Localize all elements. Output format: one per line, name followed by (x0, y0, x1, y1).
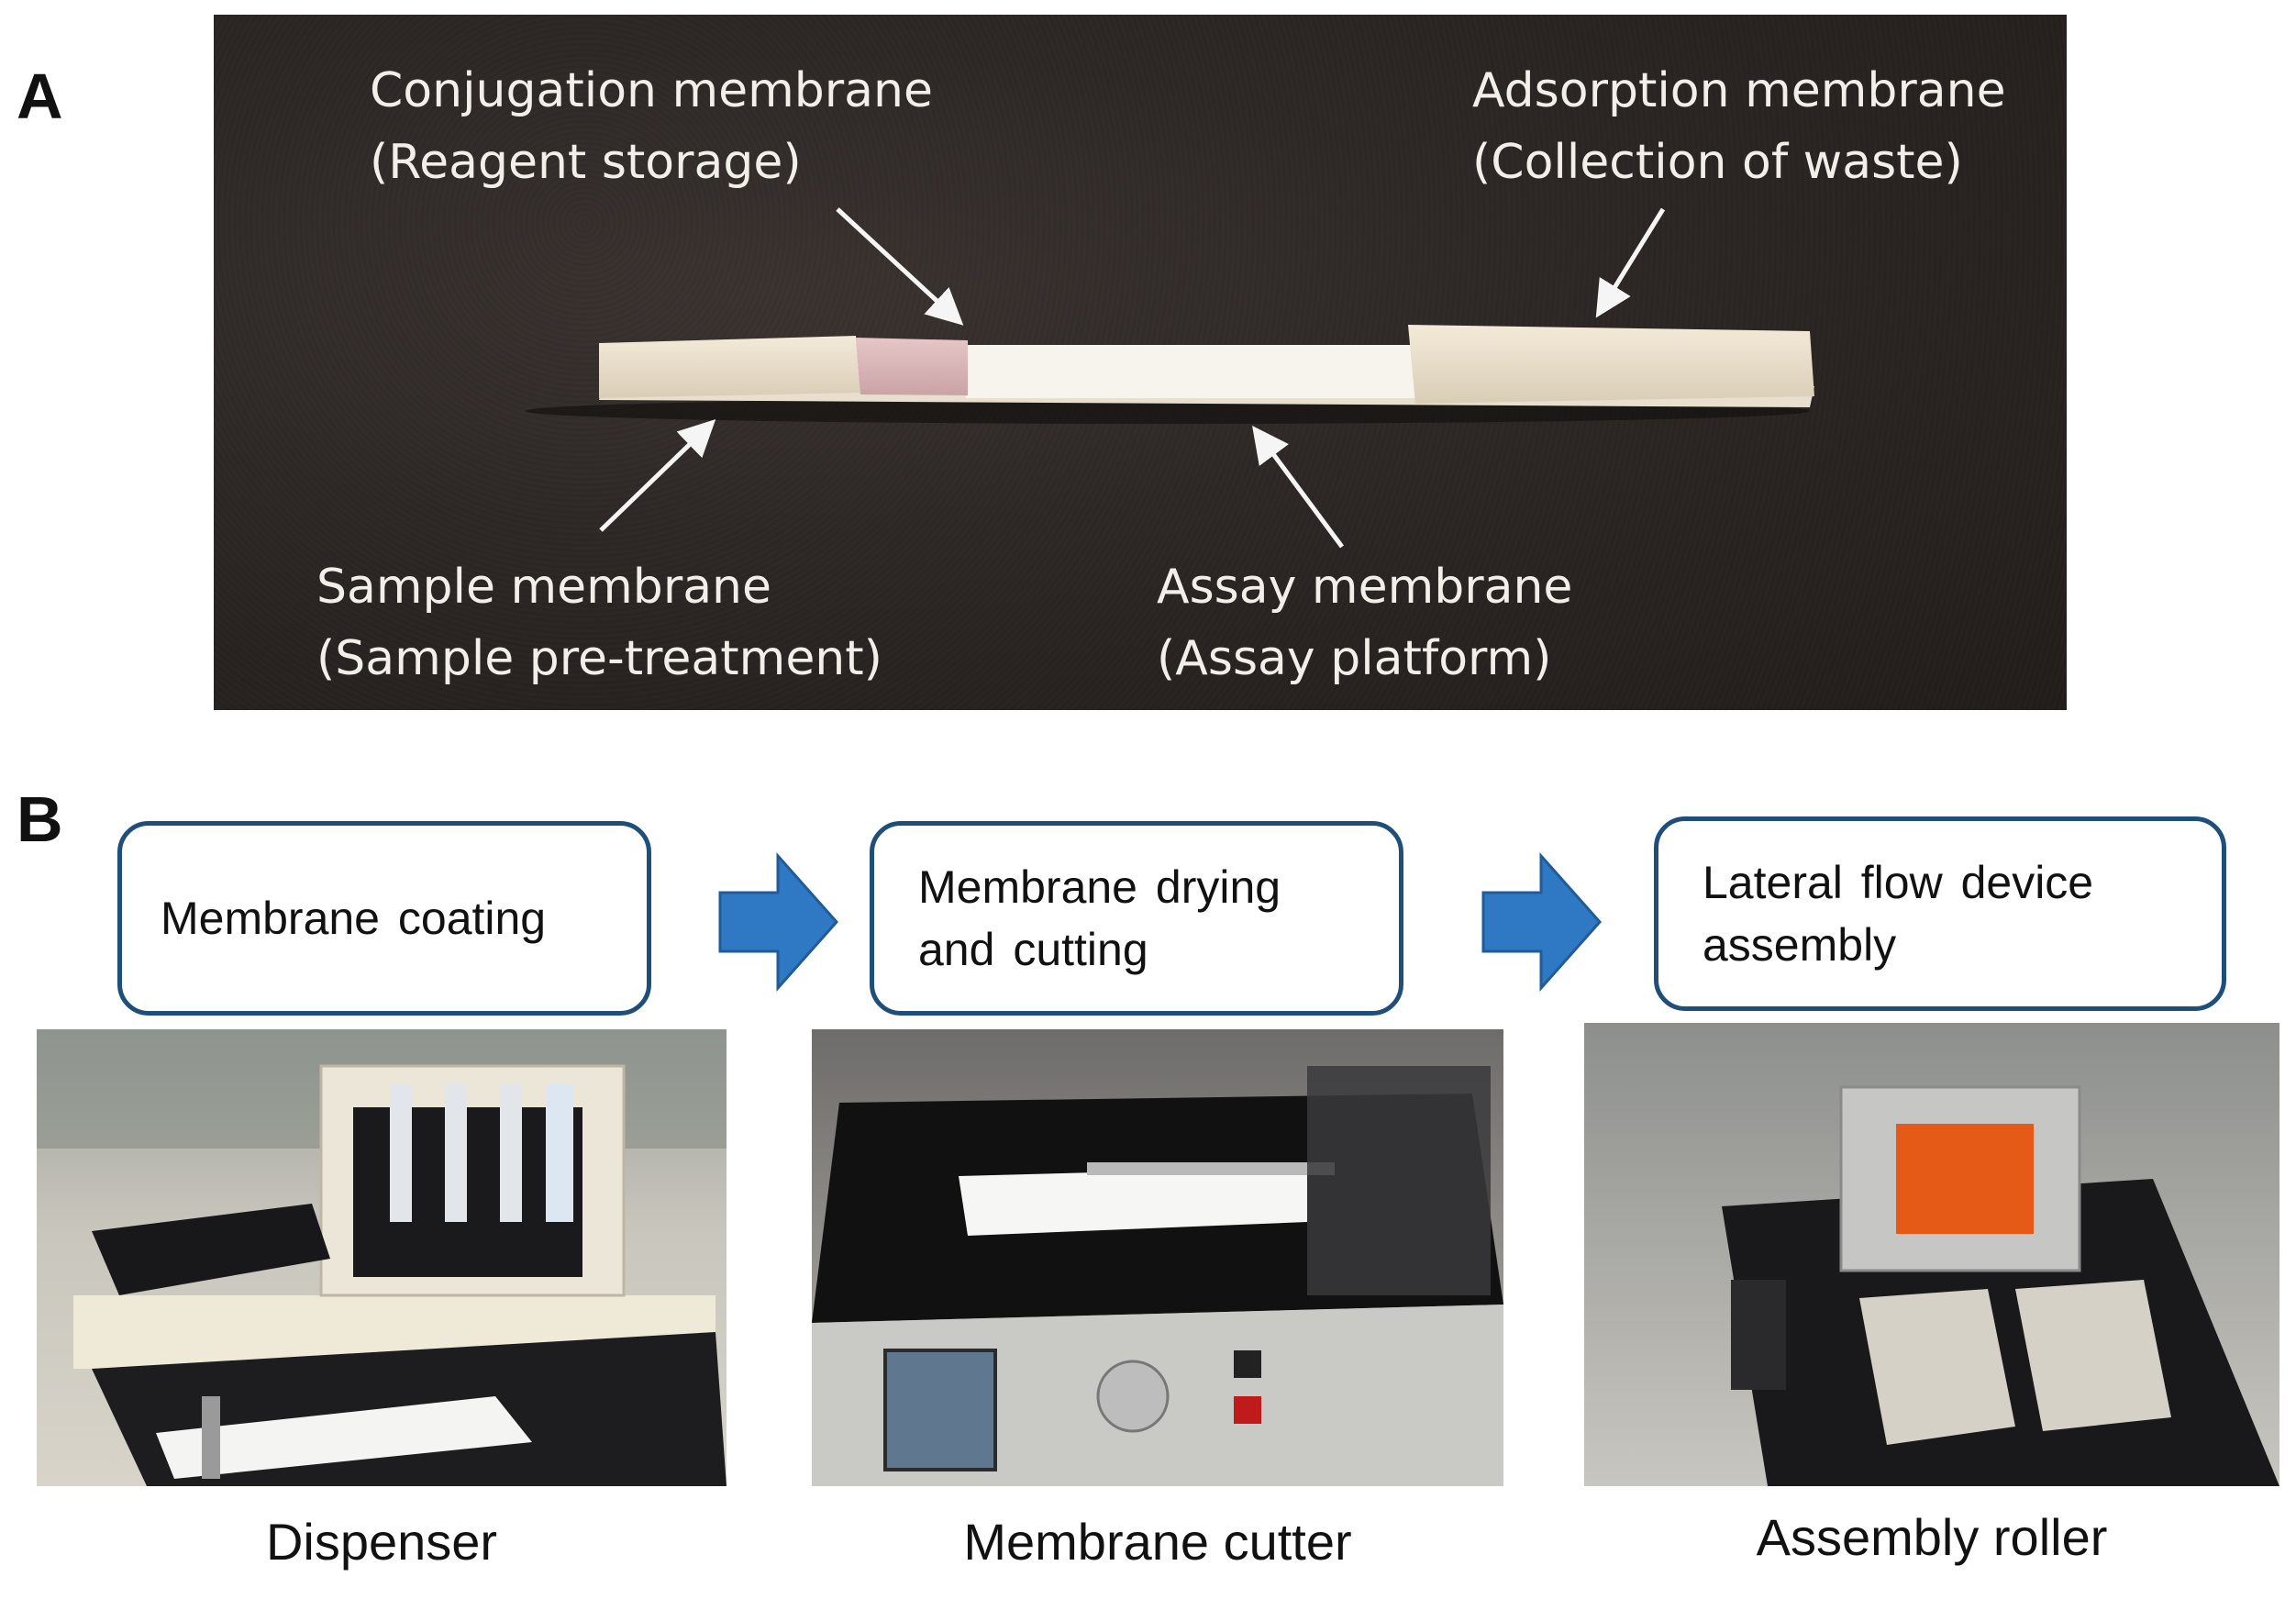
conjugation-membrane (856, 338, 968, 395)
lateral-flow-strip-photo: Conjugation membrane (Reagent storage) A… (214, 15, 2067, 710)
conjugation-arrow (836, 207, 964, 326)
step-text: Membrane drying and cutting (918, 861, 1281, 975)
conjugation-label: Conjugation membrane (Reagent storage) (370, 63, 933, 190)
caption-assembly-roller: Assembly roller (1756, 1508, 2108, 1566)
sample-label: Sample membrane (Sample pre-treatment) (316, 560, 882, 686)
step-box-membrane-drying: Membrane drying and cutting (870, 821, 1403, 1016)
adsorption-label: Adsorption membrane (Collection of waste… (1472, 63, 2006, 190)
step-text: Lateral flow device assembly (1703, 857, 2094, 971)
flow-arrow-2 (1481, 852, 1603, 992)
strip-illustration (526, 207, 1814, 549)
adsorption-arrow (1595, 207, 1666, 318)
sample-membrane (599, 336, 860, 398)
assay-membrane (966, 345, 1443, 398)
flow-arrow-1 (718, 852, 839, 992)
adsorption-membrane (1408, 325, 1814, 404)
assembly-roller-photo (1584, 1023, 2279, 1486)
step-text: Membrane coating (161, 893, 547, 944)
sample-arrow (599, 419, 716, 532)
step-box-device-assembly: Lateral flow device assembly (1654, 816, 2226, 1011)
dispenser-photo (37, 1029, 727, 1486)
assay-arrow (1252, 425, 1345, 549)
panel-letter-a: A (17, 61, 63, 132)
membrane-cutter-photo (812, 1029, 1503, 1486)
caption-dispenser: Dispenser (265, 1513, 498, 1571)
panel-letter-b: B (17, 783, 63, 855)
step-box-membrane-coating: Membrane coating (117, 821, 651, 1016)
assay-label: Assay membrane (Assay platform) (1157, 560, 1573, 686)
caption-membrane-cutter: Membrane cutter (963, 1513, 1352, 1571)
